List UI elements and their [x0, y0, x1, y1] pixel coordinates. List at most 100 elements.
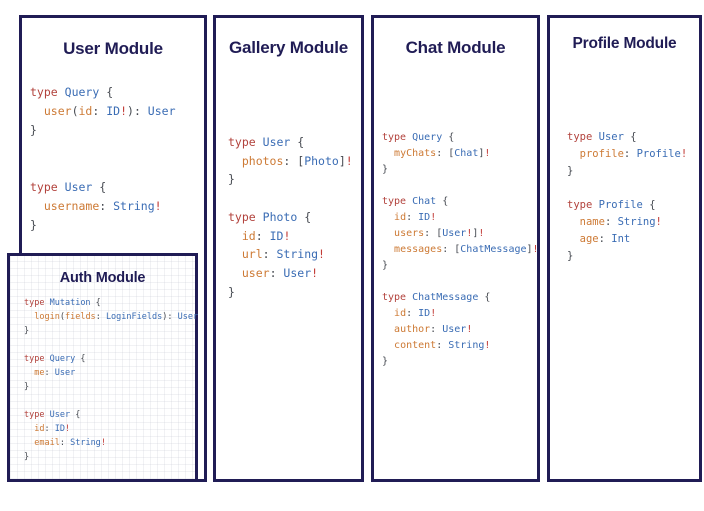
code-token: } [30, 123, 37, 137]
code-token [24, 438, 34, 448]
code-token: ! [478, 228, 485, 239]
code-line: id: ID! [228, 227, 353, 246]
code-token: : [95, 312, 106, 322]
code-token: User [147, 104, 176, 118]
code-token: type [228, 135, 256, 149]
code-token [256, 210, 263, 224]
code-token: Mutation [49, 298, 91, 308]
code-token: : [623, 148, 637, 160]
code-token: ] [338, 153, 346, 168]
code-token: ID [418, 308, 431, 319]
code-token: String [276, 247, 319, 262]
code-token: String [113, 199, 155, 213]
gallery-module-title: Gallery Module [228, 38, 349, 57]
code-token: ] [478, 148, 485, 159]
code-token: ! [318, 247, 325, 262]
code-token [382, 228, 394, 239]
code-token: ] [472, 228, 479, 239]
code-token: User [49, 410, 71, 420]
chat-module-code-block: type Query { myChats: [Chat]!} type Chat… [382, 130, 539, 370]
code-line: url: String! [228, 245, 353, 264]
code-token: ID [269, 228, 284, 243]
code-token: type [382, 292, 407, 303]
code-token: url [241, 247, 263, 262]
gallery-module-panel: Gallery Module type User { photos: [Phot… [213, 15, 364, 482]
code-token: User [54, 368, 76, 378]
code-line: content: String! [382, 338, 539, 354]
code-token: ! [345, 153, 353, 168]
code-token: : [436, 340, 449, 351]
code-line: username: String! [30, 197, 176, 216]
code-line: } [24, 380, 198, 394]
code-line: age: Int [567, 231, 687, 248]
code-token: ( [71, 104, 79, 118]
code-token: ! [65, 424, 71, 434]
code-token: : [255, 228, 270, 243]
code-token: id [78, 104, 93, 118]
code-token: : [406, 308, 419, 319]
code-token: } [24, 326, 30, 336]
code-token [382, 212, 394, 223]
code-token: id [394, 212, 407, 223]
code-line: type Query { [382, 130, 539, 146]
code-token: ID [54, 424, 65, 434]
code-token: Query [412, 132, 443, 143]
code-token: : [598, 233, 612, 245]
code-token: Query [64, 85, 100, 99]
code-token: ] [526, 244, 533, 255]
code-token: type [24, 410, 45, 420]
code-line [24, 394, 198, 408]
code-token: } [567, 165, 574, 177]
code-line [382, 274, 539, 290]
code-token: : [ [442, 244, 461, 255]
code-line: type Chat { [382, 194, 539, 210]
code-token: Photo [304, 153, 339, 168]
code-token: String [70, 438, 101, 448]
code-line: id: ID! [382, 306, 539, 322]
code-line [24, 338, 198, 352]
code-token [382, 340, 394, 351]
chat-module-panel: Chat Module type Query { myChats: [Chat]… [371, 15, 540, 482]
code-token [228, 247, 242, 261]
code-token: ID [418, 212, 431, 223]
code-line: } [228, 170, 353, 189]
code-token: : [ [436, 148, 455, 159]
code-token: { [436, 196, 449, 207]
code-line: } [382, 162, 539, 178]
code-token: ! [680, 148, 688, 160]
code-line: me: User [24, 366, 198, 380]
code-token: ): [127, 104, 148, 118]
code-token: : [430, 324, 443, 335]
code-token: User [177, 312, 199, 322]
code-token: content [394, 340, 437, 351]
code-token: } [228, 284, 235, 299]
code-token: ChatMessage [460, 244, 527, 255]
code-token: : [44, 424, 55, 434]
code-token [567, 216, 580, 228]
code-token: : [262, 247, 277, 262]
code-token: { [442, 132, 455, 143]
code-token: User [442, 324, 467, 335]
code-token [567, 148, 580, 160]
code-token: name [579, 216, 605, 228]
code-token: id [34, 424, 45, 434]
code-token [58, 180, 65, 194]
code-line: } [24, 324, 198, 338]
code-line [382, 178, 539, 194]
code-token [228, 154, 242, 168]
code-line: id: ID! [382, 210, 539, 226]
code-token [382, 308, 394, 319]
code-token: ! [484, 340, 491, 351]
code-token: LoginFields [105, 312, 163, 322]
code-token [24, 368, 34, 378]
code-token: User [598, 131, 624, 143]
code-token: { [642, 199, 656, 211]
code-line: email: String! [24, 436, 198, 450]
code-token: user [43, 104, 72, 118]
code-token [58, 85, 65, 99]
code-token: login [34, 312, 60, 322]
code-token: ! [532, 244, 539, 255]
user-module-code-block: type Query { user(id: ID!): User} type U… [30, 83, 176, 235]
code-line: photos: [Photo]! [228, 152, 353, 171]
code-token: } [382, 164, 389, 175]
